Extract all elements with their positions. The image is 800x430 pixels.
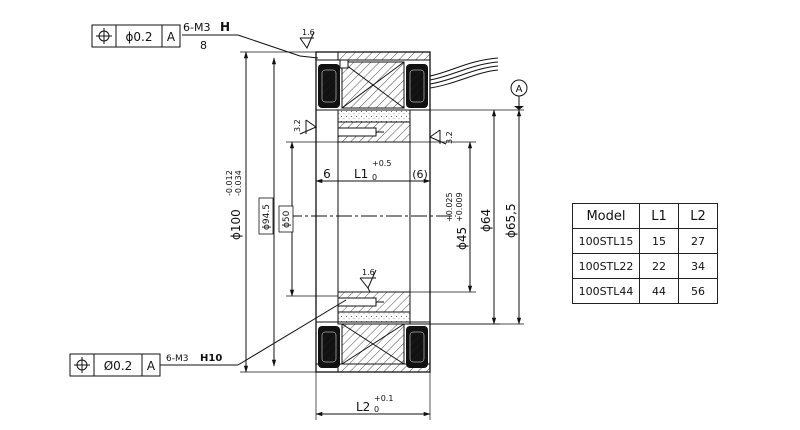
fcf-top-leader [237,34,319,59]
table-cell-model: 100STL44 [572,278,640,304]
table-row: 100STL22 22 34 [572,253,718,279]
dim-l1-row: 6 L1 +0.5 0 (6) [315,148,431,186]
position-symbol-icon [74,357,90,373]
fcf-bottom-fit: H10 [200,353,222,364]
table-header-row: Model L1 L2 [572,203,718,229]
dim-d50-text: ϕ50 [282,210,292,228]
dim-d100-tol-lower: -0.034 [234,170,243,196]
dim-d94-5: ϕ94.5 [258,57,277,367]
dim-w6-text: 6 [323,167,331,181]
datum-a-label: A [516,84,523,95]
position-symbol-icon [96,28,112,44]
fcf-bottom-leader [237,299,347,366]
dim-d100-tol-upper: -0.012 [225,170,234,196]
dim-d65-5: ϕ65,5 [430,109,524,325]
table-row: 100STL15 15 27 [572,228,718,254]
cross-section [286,51,456,373]
table-cell-l1: 44 [639,278,679,304]
fcf-top: ϕ0.2 A 6-M3 H 8 [91,20,319,59]
dim-d65-5-text: ϕ65,5 [504,203,518,238]
dim-l1-text: L1 [354,167,368,181]
dim-l2-tol-lower: 0 [374,405,379,414]
roughness-top: 1.6 [299,28,315,50]
fcf-top-tolerance: ϕ0.2 [126,30,153,44]
table-cell-l2: 34 [678,253,718,279]
fcf-top-depth: 8 [200,39,207,52]
model-table: Model L1 L2 100STL15 15 27 100STL22 22 3… [572,203,718,304]
dim-d45-tol-upper: +0.025 [445,192,454,222]
table-cell-l2: 27 [678,228,718,254]
fcf-bottom: Ø0.2 A 6-M3 H10 [69,299,347,377]
dim-w6-ref-text: (6) [412,168,428,181]
table-cell-l2: 56 [678,278,718,304]
roughness-top-value: 1.6 [302,28,315,37]
table-header-model: Model [572,203,640,229]
table-row: 100STL44 44 56 [572,278,718,304]
table-cell-model: 100STL22 [572,253,640,279]
fcf-top-datum: A [167,30,176,44]
fcf-bottom-tolerance: Ø0.2 [104,359,133,373]
table-header-l1: L1 [639,203,679,229]
fcf-top-thread: 6-M3 [183,21,210,34]
lead-wires [429,57,499,89]
dim-d64-text: ϕ64 [479,209,493,232]
table-cell-l1: 15 [639,228,679,254]
dim-d100-text: ϕ100 [229,209,243,240]
table-header-l2: L2 [678,203,718,229]
dim-d45: ϕ45 +0.025 +0.009 [410,141,476,293]
dim-d100: ϕ100 -0.012 -0.034 [225,51,316,373]
table-cell-model: 100STL15 [572,228,640,254]
roughness-bore: 1.6 [359,268,377,293]
roughness-right-value: 3.2 [445,131,454,144]
dim-l2: L2 +0.1 0 [315,372,431,420]
dim-d94-5-text: ϕ94.5 [262,204,272,230]
roughness-left-value: 3.2 [293,119,302,132]
dim-d50: ϕ50 [278,141,338,297]
dim-l1-tol-upper: +0.5 [372,159,391,168]
datum-a: A [510,79,528,110]
dim-l1-tol-lower: 0 [372,173,377,182]
dim-d45-tol-lower: +0.009 [455,192,464,222]
roughness-left: 3.2 [293,119,318,135]
fcf-bottom-datum: A [147,359,156,373]
fcf-bottom-thread: 6-M3 [166,354,188,364]
roughness-bore-value: 1.6 [362,268,375,277]
table-cell-l1: 22 [639,253,679,279]
dim-d45-text: ϕ45 [455,227,469,250]
dim-l2-tol-upper: +0.1 [374,394,393,403]
fcf-top-fit: H [220,20,230,34]
dim-l2-text: L2 [356,400,370,414]
